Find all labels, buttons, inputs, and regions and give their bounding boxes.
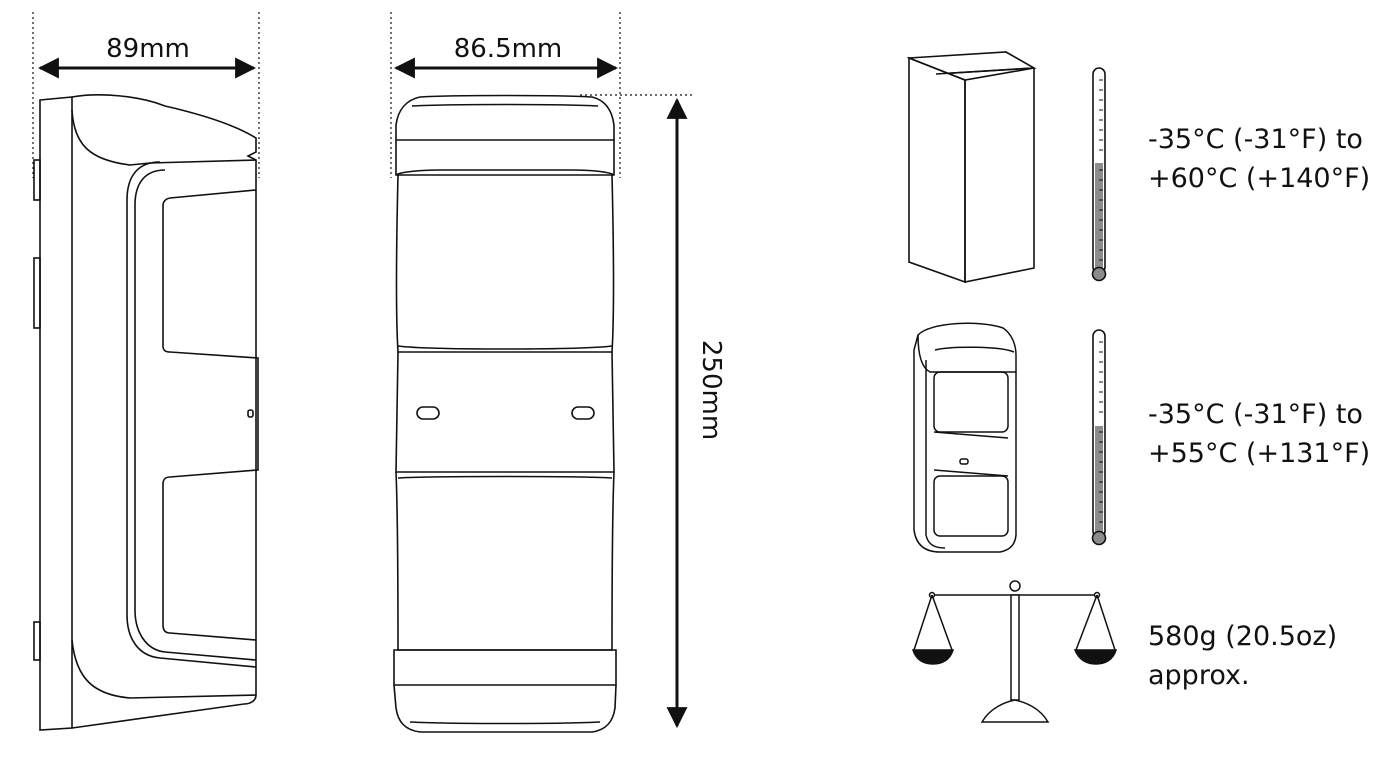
scale-icon [911, 580, 1118, 723]
height-dimension: 250mm [666, 97, 726, 729]
front-view-drawing [390, 12, 694, 733]
weight-spec: 580g (20.5oz) approx. [1148, 617, 1337, 695]
storage-temp-line2: +60°C (+140°F) [1148, 163, 1371, 194]
operating-temp-line1: -35°C (-31°F) to [1148, 399, 1363, 430]
thermometer-icon-operating [1091, 329, 1107, 546]
detector-icon [913, 322, 1017, 553]
weight-line1: 580g (20.5oz) [1148, 621, 1338, 652]
side-view-drawing [32, 12, 260, 731]
thermometer-icon-storage [1091, 67, 1107, 282]
depth-dimension: 89mm [37, 34, 257, 79]
height-label: 250mm [696, 340, 726, 440]
depth-label: 89mm [106, 34, 190, 64]
weight-line2: approx. [1148, 660, 1250, 691]
operating-temp-line2: +55°C (+131°F) [1148, 438, 1371, 469]
storage-temp-line1: -35°C (-31°F) to [1148, 124, 1363, 155]
operating-temp-spec: -35°C (-31°F) to +55°C (+131°F) [1148, 395, 1370, 473]
width-label: 86.5mm [454, 34, 563, 64]
box-icon [906, 51, 1037, 284]
storage-temp-spec: -35°C (-31°F) to +60°C (+140°F) [1148, 120, 1370, 198]
width-dimension: 86.5mm [393, 34, 619, 79]
